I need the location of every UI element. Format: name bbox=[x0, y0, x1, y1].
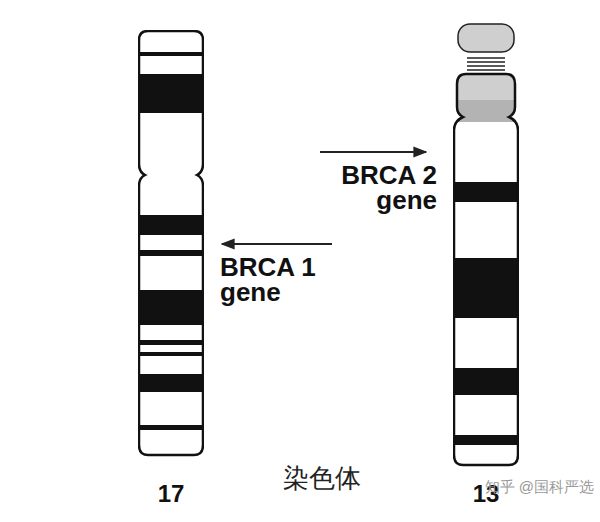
chromosome-band bbox=[138, 425, 204, 430]
stalk-stripe bbox=[467, 57, 505, 59]
short-arm bbox=[453, 74, 519, 100]
pointer-arrow bbox=[320, 151, 426, 153]
gene-label: BRCA 2 gene bbox=[313, 163, 437, 212]
chromosome-outline bbox=[454, 74, 518, 465]
satellite bbox=[458, 24, 514, 52]
chromosome: 13 bbox=[453, 22, 519, 514]
chromosome-band bbox=[138, 52, 204, 56]
chromosome-number: 17 bbox=[118, 482, 224, 506]
chromosome-band bbox=[453, 435, 519, 445]
stalk-stripe bbox=[467, 61, 505, 63]
chromosome: 17 bbox=[138, 30, 204, 514]
chromosome-band bbox=[453, 182, 519, 202]
caption-text: 染色体 bbox=[262, 466, 382, 491]
chromosome-band bbox=[453, 368, 519, 395]
chromosome-band bbox=[138, 374, 204, 392]
chromosome-band bbox=[138, 74, 204, 113]
stalk-stripe bbox=[467, 65, 505, 67]
chromosome-band bbox=[138, 352, 204, 356]
chromosome-shape bbox=[138, 30, 204, 458]
chromosome-band bbox=[138, 215, 204, 235]
gene-label: BRCA 1 gene bbox=[220, 255, 344, 304]
chromosome-band bbox=[138, 250, 204, 256]
chromosome-band bbox=[138, 340, 204, 345]
centromere-region bbox=[453, 100, 519, 122]
pointer-arrow bbox=[222, 243, 332, 245]
chromosome-body bbox=[454, 74, 518, 465]
watermark: 知乎 @国科严选 bbox=[440, 480, 594, 494]
chromosome-band bbox=[138, 290, 204, 325]
chromosome-outline bbox=[139, 31, 203, 455]
chromosome-body bbox=[139, 31, 203, 455]
stalk-stripe bbox=[467, 69, 505, 71]
chromosome-band bbox=[453, 258, 519, 318]
chromosome-shape bbox=[453, 22, 519, 468]
